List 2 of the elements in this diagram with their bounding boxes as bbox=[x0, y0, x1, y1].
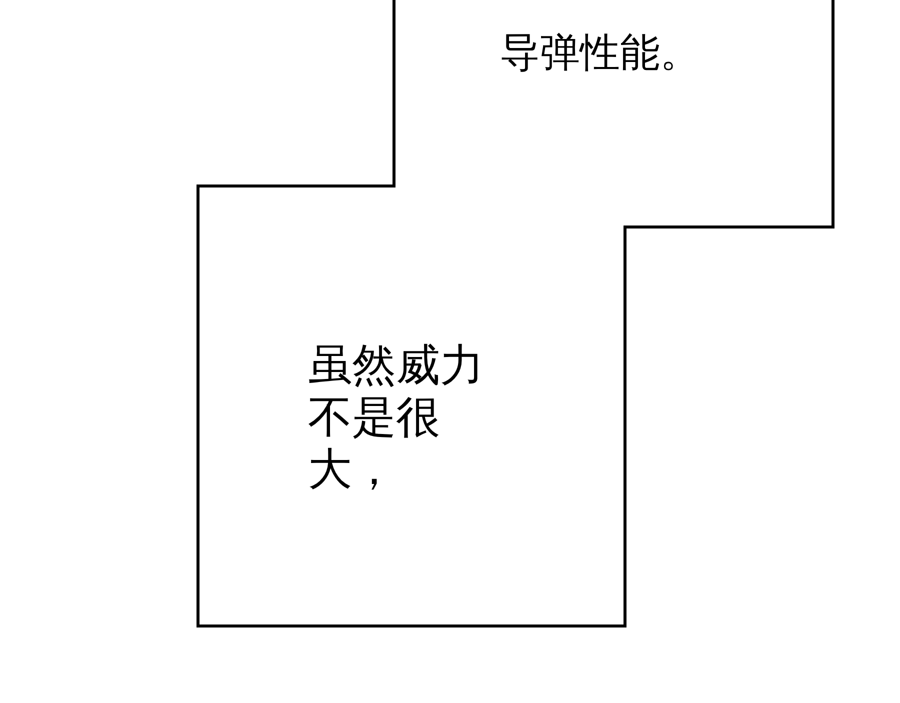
speech-text: 虽然威力不是很大， bbox=[308, 340, 485, 496]
speech-text: 导弹性能。 bbox=[500, 30, 701, 78]
